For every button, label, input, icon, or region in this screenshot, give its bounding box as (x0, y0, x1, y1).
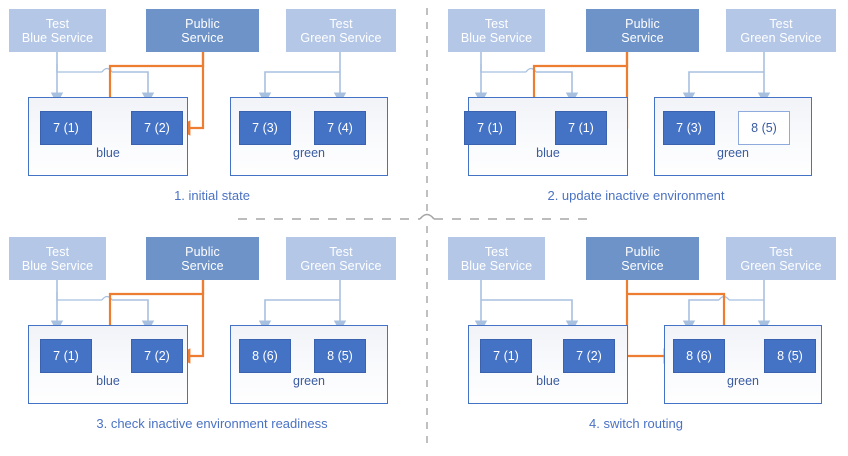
environment-label: blue (96, 146, 120, 160)
instance-box[interactable]: 7 (1) (40, 111, 92, 145)
environment-label: blue (536, 374, 560, 388)
environment-label: green (293, 146, 325, 160)
environment-label: blue (96, 374, 120, 388)
instance-box[interactable]: 7 (2) (131, 111, 183, 145)
panel-caption: 2. update inactive environment (547, 188, 725, 203)
instance-box[interactable]: 8 (5) (764, 339, 816, 373)
panel-dividers (238, 8, 596, 448)
instance-box[interactable]: 7 (3) (663, 111, 715, 145)
environment-label: green (727, 374, 759, 388)
divider-jump-icon (419, 213, 435, 220)
instance-box[interactable]: 7 (2) (131, 339, 183, 373)
instance-box[interactable]: 7 (3) (239, 111, 291, 145)
instance-box[interactable]: 7 (1) (40, 339, 92, 373)
panel-caption: 4. switch routing (589, 416, 683, 431)
instance-box[interactable]: 7 (1) (464, 111, 516, 145)
panel-caption: 3. check inactive environment readiness (96, 416, 328, 431)
instance-box[interactable]: 7 (1) (555, 111, 607, 145)
instance-box[interactable]: 8 (6) (239, 339, 291, 373)
instance-box[interactable]: 7 (1) (480, 339, 532, 373)
instance-box[interactable]: 7 (4) (314, 111, 366, 145)
instance-box[interactable]: 7 (2) (563, 339, 615, 373)
environment-label: green (717, 146, 749, 160)
environment-label: green (293, 374, 325, 388)
instance-box[interactable]: 8 (5) (314, 339, 366, 373)
panel-caption: 1. initial state (174, 188, 250, 203)
environment-label: blue (536, 146, 560, 160)
instance-box[interactable]: 8 (5) (738, 111, 790, 145)
instance-box[interactable]: 8 (6) (673, 339, 725, 373)
